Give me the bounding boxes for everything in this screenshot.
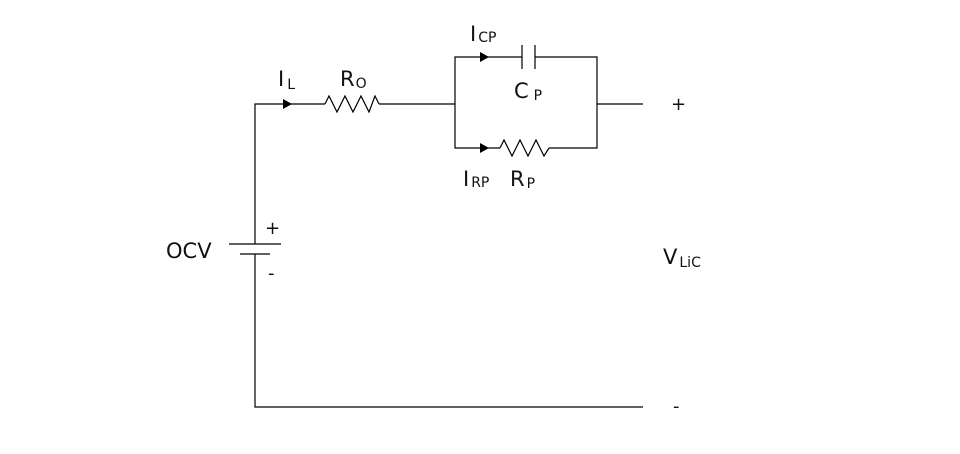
ro-label-main: R	[340, 67, 355, 91]
parallel-bottom-left	[454, 104, 500, 149]
icp-label-main: I	[470, 22, 476, 46]
parallel-top-right	[535, 56, 598, 104]
irp-label-sub: RP	[471, 175, 489, 191]
ro-label-sub: O	[356, 76, 367, 92]
irp-arrow-icon	[480, 143, 489, 153]
battery-minus-sign: -	[268, 263, 275, 284]
rp-label-main: R	[510, 167, 525, 191]
ro-label: RO	[340, 67, 367, 92]
terminal-plus-sign: +	[671, 94, 686, 115]
vlic-label-sub: LiC	[679, 255, 701, 271]
cp-label-main: C	[514, 79, 529, 103]
parallel-bottom-right	[549, 104, 598, 149]
wires	[254, 56, 643, 408]
il-arrow-icon	[283, 99, 292, 109]
left-wire-top	[254, 103, 325, 236]
cp-label-sub: P	[534, 88, 542, 104]
left-wire-bottom	[254, 258, 643, 408]
icp-label-sub: CP	[478, 30, 496, 46]
battery-plus-sign: +	[265, 218, 280, 239]
ocv-label: OCV	[166, 239, 212, 263]
resistor-rp	[499, 138, 550, 158]
resistor-ro	[324, 94, 380, 114]
rp-label-sub: P	[527, 176, 535, 192]
irp-label-main: I	[463, 167, 469, 191]
battery-ocv	[229, 236, 281, 258]
parallel-top-left	[454, 56, 522, 104]
il-label-main: I	[278, 67, 284, 91]
il-label-sub: L	[287, 77, 295, 93]
vlic-label-main: V	[663, 245, 678, 269]
terminal-minus-sign: -	[673, 396, 680, 417]
capacitor-cp	[521, 45, 536, 69]
icp-arrow-icon	[480, 52, 489, 62]
